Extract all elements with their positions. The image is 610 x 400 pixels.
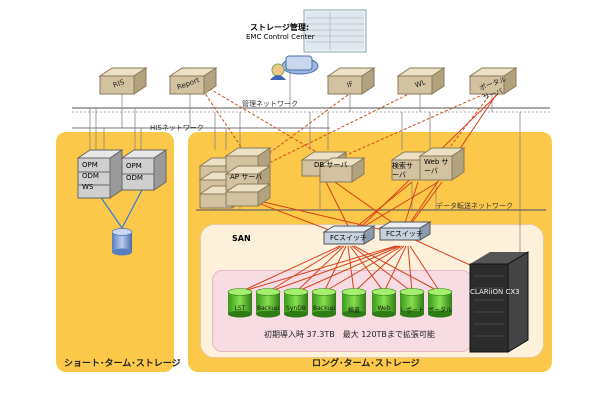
- disk-label-lst: LST: [234, 305, 246, 312]
- disk-label-backup-1: Backup: [257, 305, 279, 312]
- disk-label-web: Web: [377, 305, 391, 312]
- disk-label-report: レポート: [399, 307, 424, 314]
- short-server-1-label: OPM ODM WS: [82, 161, 99, 191]
- console-title: ストレージ管理:: [250, 23, 310, 32]
- capacity-note: 初期導入時 37.3TB 最大 120TBまで拡張可能: [264, 330, 435, 339]
- short-term-server-stacks: [76, 149, 168, 199]
- fc-switch-icons: [322, 221, 432, 245]
- fc-switch-1-label: FCスイッチ: [330, 234, 367, 242]
- disk-label-exam: 検査: [347, 307, 360, 314]
- database-cylinder-icon: [111, 228, 133, 256]
- his-network-label: HISネットワーク: [150, 124, 204, 132]
- search-server-label: 検索サーバ: [392, 162, 413, 179]
- san-label: SAN: [232, 234, 251, 243]
- top-server-boxes: [98, 67, 518, 95]
- db-server-label: DB サーバ: [314, 161, 348, 169]
- management-network-label: 管理ネットワーク: [242, 100, 298, 108]
- long-term-server-stacks: [198, 147, 466, 209]
- console-subtitle: EMC Control Center: [246, 33, 315, 41]
- storage-array-label: CLARiiON CX3: [470, 288, 520, 296]
- short-term-label: ショート･ターム･ストレージ: [64, 359, 181, 369]
- console-computer-icon: [270, 9, 367, 80]
- disk-label-backup-2: Backup: [313, 305, 335, 312]
- data-network-label: データ転送ネットワーク: [436, 202, 513, 210]
- web-server-label: Web サーバ: [424, 158, 449, 175]
- fc-switch-2-label: FCスイッチ: [386, 230, 423, 238]
- ap-server-label: AP サーバ: [230, 173, 263, 181]
- disk-label-syndb: SynDB: [286, 305, 306, 312]
- disk-label-portal: ポータル: [427, 307, 452, 314]
- storage-disks: [227, 288, 453, 318]
- long-term-label: ロング･ターム･ストレージ: [312, 359, 420, 369]
- short-server-2-label: OPM ODM: [126, 162, 143, 182]
- clariion-storage-array: [469, 251, 529, 353]
